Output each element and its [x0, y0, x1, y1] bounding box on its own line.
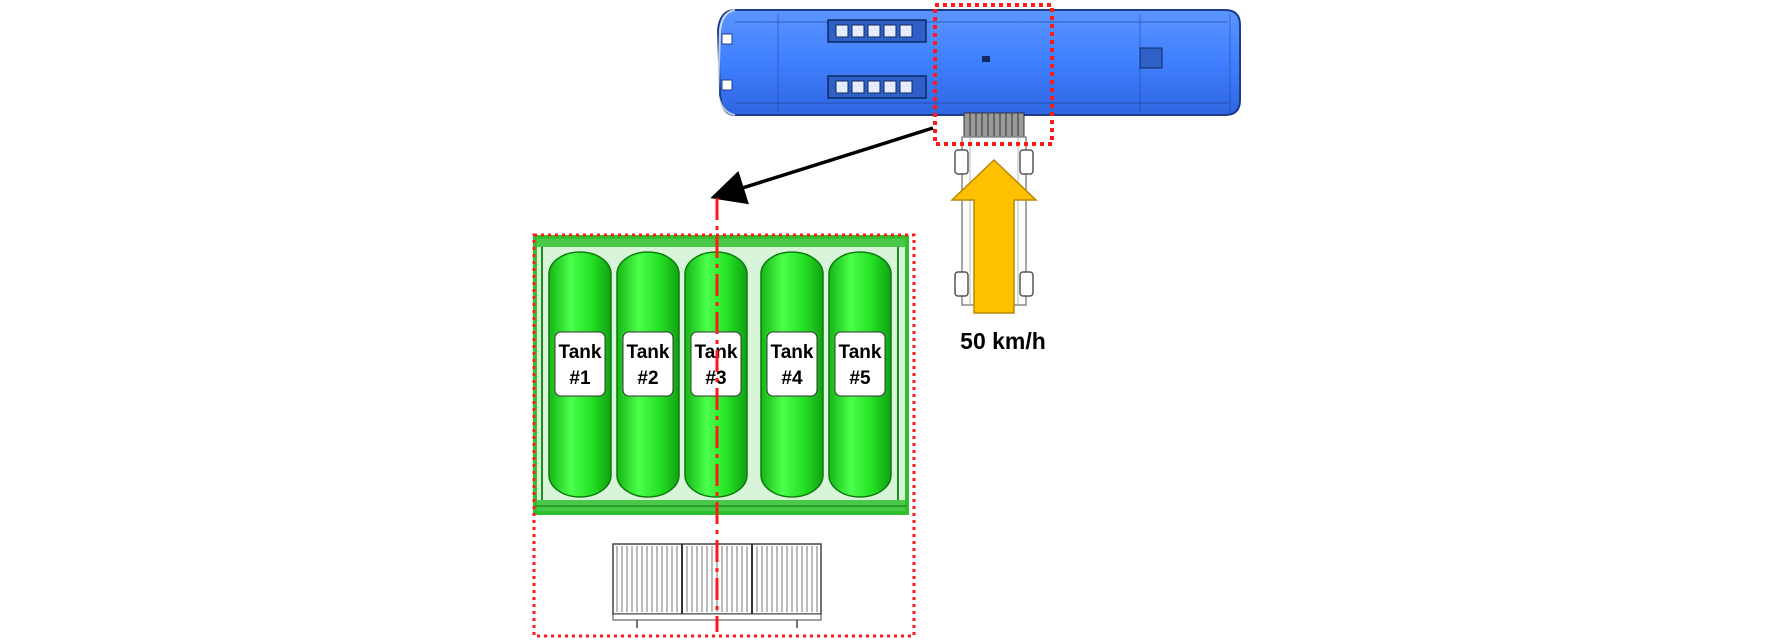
- tank-label-line1: Tank: [559, 342, 602, 363]
- roof-marker: [982, 56, 990, 62]
- bus-mirror: [721, 33, 733, 45]
- trolley-wheel: [954, 149, 969, 175]
- tank-label-line1: Tank: [627, 342, 670, 363]
- barrier-block: [963, 112, 1025, 138]
- bus-highlight-box: [933, 3, 1054, 146]
- bus-top-view: [716, 9, 1241, 116]
- impact-trolley: [954, 136, 1034, 306]
- tank-label-line2: #1: [569, 368, 591, 389]
- impact-speed-label: 50 km/h: [960, 328, 1046, 354]
- roof-hatch-top: [827, 19, 927, 43]
- tank-label-box: [766, 331, 818, 397]
- trolley-wheel: [1019, 149, 1034, 175]
- tank-label-box: [622, 331, 674, 397]
- roof-vent: [1139, 47, 1163, 69]
- tank-2: Tank #2: [616, 251, 680, 498]
- impact-direction-arrow: [950, 158, 1038, 314]
- tank-label-line2: #2: [637, 368, 658, 389]
- tank-label-line1: Tank: [839, 342, 882, 363]
- tank-label-box: [554, 331, 606, 397]
- detail-outline-box: [532, 233, 916, 638]
- tank-label-line2: #5: [849, 368, 871, 389]
- tank-1: Tank #1: [548, 251, 612, 498]
- trolley-wheel: [954, 271, 969, 297]
- detail-leader-arrow: [710, 126, 934, 205]
- bus-mirror: [721, 79, 733, 91]
- bus-front: [716, 9, 736, 116]
- tank-label-line2: #4: [781, 368, 803, 389]
- tank-label-box: [834, 331, 886, 397]
- tank-label-line1: Tank: [771, 342, 814, 363]
- tank-4: Tank #4: [760, 251, 824, 498]
- trolley-wheel: [1019, 271, 1034, 297]
- roof-hatch-bottom: [827, 75, 927, 99]
- tank-5: Tank #5: [828, 251, 892, 498]
